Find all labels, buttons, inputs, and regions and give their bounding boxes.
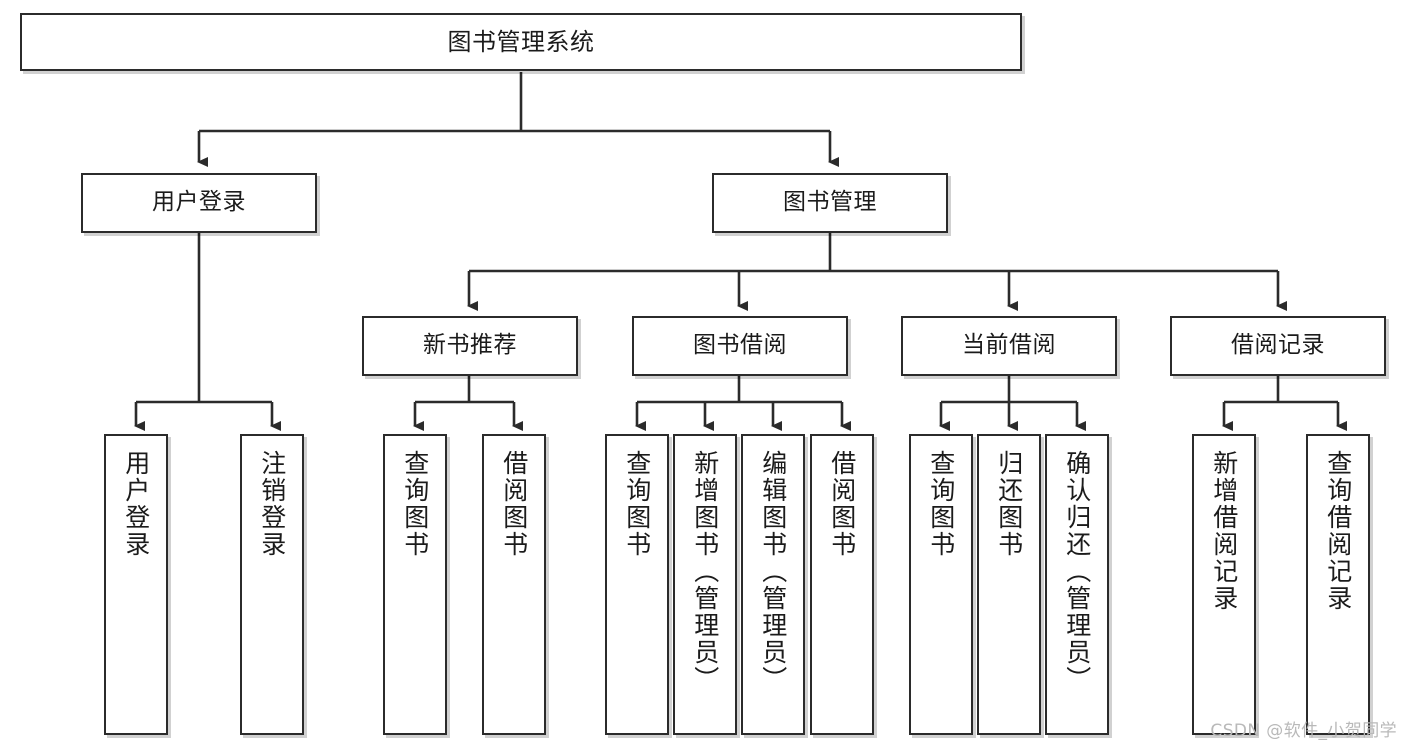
node-current-borrow[interactable]: 当前借阅 — [901, 316, 1117, 376]
node-label: 新增借阅记录 — [1209, 450, 1239, 612]
node-label: 用户登录 — [152, 189, 246, 216]
csdn-watermark: CSDN @软件_小贺同学 — [1210, 721, 1397, 741]
node-leaf-edit-book-admin[interactable]: 编辑图书（管理员） — [741, 434, 805, 735]
node-label: 用户登录 — [121, 450, 151, 558]
node-leaf-query-book-recommend[interactable]: 查询图书 — [383, 434, 447, 735]
node-label: 确认归还（管理员） — [1062, 450, 1092, 693]
node-label: 注销登录 — [257, 450, 287, 558]
node-book-borrow[interactable]: 图书借阅 — [632, 316, 848, 376]
node-leaf-logout-login[interactable]: 注销登录 — [240, 434, 304, 735]
node-label: 图书借阅 — [693, 332, 787, 359]
node-leaf-query-book-borrow[interactable]: 查询图书 — [605, 434, 669, 735]
node-label: 查询图书 — [622, 450, 652, 558]
node-new-book-recommend[interactable]: 新书推荐 — [362, 316, 578, 376]
node-label: 新增图书（管理员） — [690, 450, 720, 693]
node-label: 查询图书 — [926, 450, 956, 558]
node-label: 借阅图书 — [499, 450, 529, 558]
node-label: 借阅记录 — [1231, 332, 1325, 359]
node-label: 图书管理 — [783, 189, 877, 216]
node-book-management[interactable]: 图书管理 — [712, 173, 948, 233]
node-leaf-confirm-return-admin[interactable]: 确认归还（管理员） — [1045, 434, 1109, 735]
node-label: 图书管理系统 — [447, 27, 595, 56]
node-label: 编辑图书（管理员） — [758, 450, 788, 693]
node-leaf-user-login[interactable]: 用户登录 — [104, 434, 168, 735]
node-leaf-return-book[interactable]: 归还图书 — [977, 434, 1041, 735]
node-label: 归还图书 — [994, 450, 1024, 558]
node-borrow-record[interactable]: 借阅记录 — [1170, 316, 1386, 376]
node-user-login[interactable]: 用户登录 — [81, 173, 317, 233]
node-label: 查询借阅记录 — [1323, 450, 1353, 612]
node-leaf-add-borrow-record[interactable]: 新增借阅记录 — [1192, 434, 1256, 735]
node-leaf-add-book-admin[interactable]: 新增图书（管理员） — [673, 434, 737, 735]
node-label: 当前借阅 — [962, 332, 1056, 359]
node-leaf-query-borrow-record[interactable]: 查询借阅记录 — [1306, 434, 1370, 735]
node-root-book-management-system[interactable]: 图书管理系统 — [20, 13, 1022, 71]
node-leaf-query-book-current[interactable]: 查询图书 — [909, 434, 973, 735]
node-label: 借阅图书 — [827, 450, 857, 558]
node-leaf-borrow-book[interactable]: 借阅图书 — [810, 434, 874, 735]
node-leaf-borrow-book-recommend[interactable]: 借阅图书 — [482, 434, 546, 735]
node-label: 新书推荐 — [423, 332, 517, 359]
node-label: 查询图书 — [400, 450, 430, 558]
